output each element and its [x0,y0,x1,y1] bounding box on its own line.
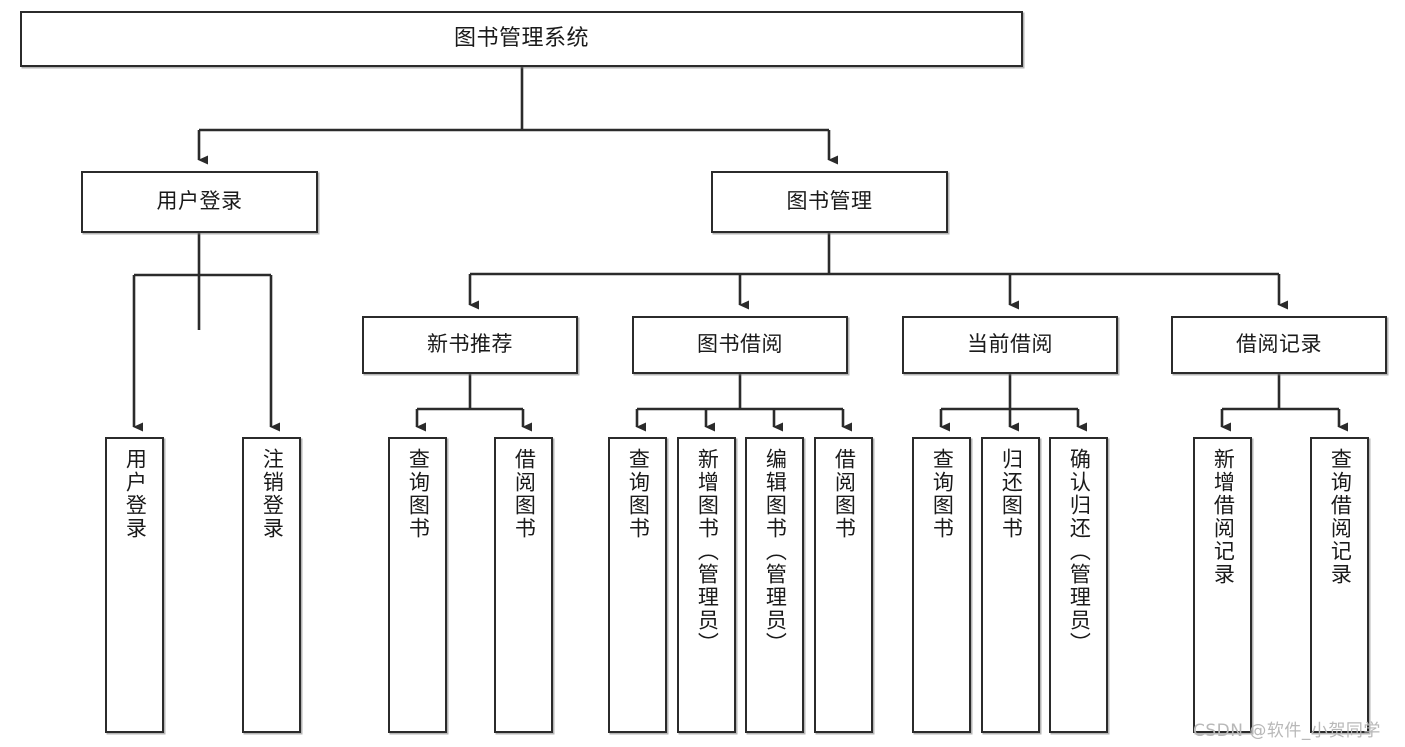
node-borrow-record-label: 借阅记录 [1236,332,1322,357]
node-leaf-user-logout-label: 注销登录 [260,448,285,540]
csdn-watermark: CSDN @软件_小贺同学 [1193,721,1381,741]
node-leaf-query-book-2[interactable]: 查询图书 [608,437,667,733]
node-book-manage[interactable]: 图书管理 [711,171,948,233]
node-leaf-borrow-book-2[interactable]: 借阅图书 [814,437,873,733]
node-leaf-return-book-label: 归还图书 [999,448,1024,540]
node-leaf-edit-book[interactable]: 编辑图书（管理员） [745,437,804,733]
node-leaf-user-login-label: 用户登录 [123,448,148,540]
node-leaf-query-book-1-label: 查询图书 [406,448,431,540]
node-book-manage-label: 图书管理 [786,189,873,214]
node-new-book-recommend-label: 新书推荐 [427,332,513,357]
node-current-borrow-label: 当前借阅 [967,332,1053,357]
node-current-borrow[interactable]: 当前借阅 [902,316,1118,374]
node-leaf-query-record[interactable]: 查询借阅记录 [1310,437,1369,733]
node-new-book-recommend[interactable]: 新书推荐 [362,316,578,374]
node-user-login-label: 用户登录 [156,189,243,214]
node-leaf-borrow-book-1[interactable]: 借阅图书 [494,437,553,733]
node-leaf-edit-book-label: 编辑图书（管理员） [763,448,788,655]
node-leaf-borrow-book-2-label: 借阅图书 [832,448,857,540]
node-leaf-add-book[interactable]: 新增图书（管理员） [677,437,736,733]
node-leaf-return-book[interactable]: 归还图书 [981,437,1040,733]
node-book-borrow[interactable]: 图书借阅 [632,316,848,374]
node-leaf-user-logout[interactable]: 注销登录 [242,437,301,733]
node-leaf-query-book-3-label: 查询图书 [930,448,955,540]
node-leaf-query-book-3[interactable]: 查询图书 [912,437,971,733]
node-borrow-record[interactable]: 借阅记录 [1171,316,1387,374]
node-root[interactable]: 图书管理系统 [20,11,1023,67]
node-root-label: 图书管理系统 [453,25,589,51]
node-leaf-query-book-1[interactable]: 查询图书 [388,437,447,733]
node-leaf-query-record-label: 查询借阅记录 [1328,448,1353,586]
node-leaf-add-record[interactable]: 新增借阅记录 [1193,437,1252,733]
node-book-borrow-label: 图书借阅 [697,332,783,357]
node-leaf-add-book-label: 新增图书（管理员） [695,448,720,655]
node-leaf-confirm-return[interactable]: 确认归还（管理员） [1049,437,1108,733]
node-leaf-borrow-book-1-label: 借阅图书 [512,448,537,540]
node-leaf-confirm-return-label: 确认归还（管理员） [1067,448,1092,655]
node-leaf-query-book-2-label: 查询图书 [626,448,651,540]
node-leaf-user-login[interactable]: 用户登录 [105,437,164,733]
node-leaf-add-record-label: 新增借阅记录 [1211,448,1236,586]
node-user-login[interactable]: 用户登录 [81,171,318,233]
